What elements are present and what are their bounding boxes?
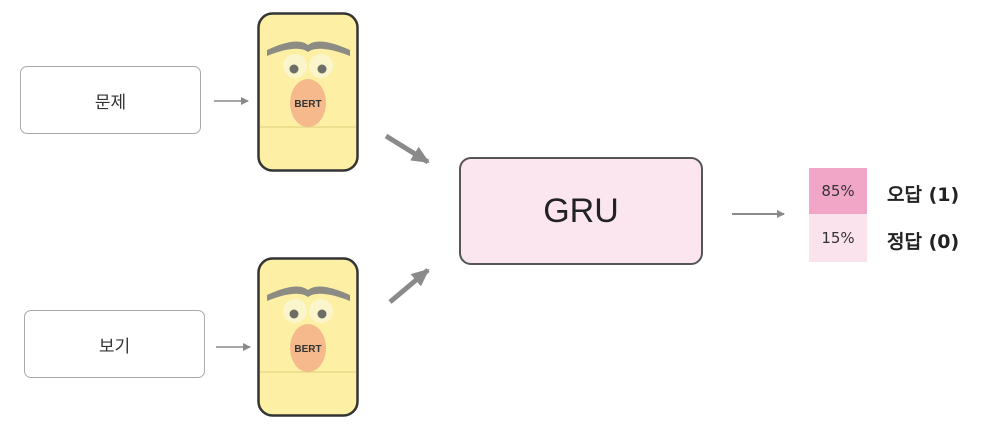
brow-icon: [267, 41, 350, 56]
arrow-bert-top-to-gru: [384, 133, 430, 165]
choices-label: 보기: [98, 336, 131, 357]
nose-icon: [290, 79, 326, 127]
wrong-answer-label: 오답 (1): [887, 184, 960, 206]
bert-top-label: BERT: [294, 99, 321, 110]
bert-encoder-top: BERT: [257, 12, 359, 172]
wrong-probability-cell: 85%: [809, 168, 867, 214]
choices-input-box: 보기: [24, 310, 205, 378]
bert-bottom-label: BERT: [294, 344, 321, 355]
bert-encoder-bottom: BERT: [257, 257, 359, 417]
problem-label: 문제: [94, 92, 127, 113]
arrow-bert-bottom-to-gru: [388, 268, 430, 304]
problem-input-box: 문제: [20, 66, 201, 134]
brow-icon: [267, 286, 350, 301]
gru-model-box: GRU: [459, 157, 703, 265]
wrong-percent: 85%: [821, 182, 855, 200]
gru-label: GRU: [543, 191, 619, 230]
right-answer-label: 정답 (0): [887, 231, 960, 253]
right-percent: 15%: [821, 229, 855, 247]
right-probability-cell: 15%: [809, 214, 867, 262]
nose-icon: [290, 324, 326, 372]
